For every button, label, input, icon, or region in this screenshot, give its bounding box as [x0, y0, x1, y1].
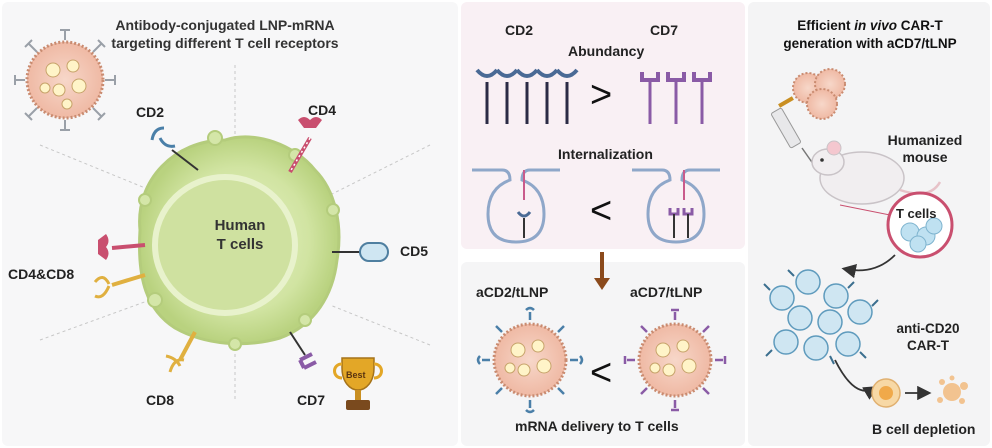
cell-label-line1: Human [214, 217, 266, 234]
down-arrow-icon [594, 252, 610, 290]
cart-label: anti-CD20 CAR-T [880, 320, 976, 354]
cart-label-line1: anti-CD20 [896, 321, 960, 336]
trophy-text: Best [346, 370, 366, 380]
cd7-internalization-icon [632, 168, 720, 244]
right-panel-title: Efficient in vivo CAR-T generation with … [760, 17, 980, 53]
abundancy-label: Abundancy [568, 43, 645, 59]
cd2-label: CD2 [136, 104, 165, 120]
trophy-icon [333, 357, 383, 410]
acd2-lnp-icon [476, 306, 584, 414]
acd2-label: aCD2/tLNP [476, 284, 549, 300]
delivery-comparator: < [590, 352, 613, 394]
b-cell-icon [871, 378, 901, 408]
cd4cd8-label: CD4&CD8 [8, 266, 75, 282]
human-t-cell [138, 130, 341, 351]
internalization-comparator: < [590, 190, 613, 232]
right-title-italic: in vivo [854, 18, 898, 33]
divider-lines [39, 65, 431, 400]
lnp-cluster-icon [792, 68, 846, 120]
cell-label: Human T cells [185, 216, 295, 254]
cd4-label: CD4 [308, 102, 337, 118]
cd2-header: CD2 [505, 22, 534, 38]
abundancy-comparator: > [590, 74, 613, 116]
cd2-internalization-icon [472, 168, 560, 244]
cd4-receptor-icon [288, 117, 322, 174]
cd7-receptor-row-icon [640, 72, 712, 124]
cd8-receptor-icon [165, 331, 197, 373]
depletion-label: B cell depletion [872, 421, 976, 437]
acd7-label: aCD7/tLNP [630, 284, 703, 300]
lnp-particle-icon [14, 29, 116, 131]
delivery-footer: mRNA delivery to T cells [515, 418, 679, 434]
depleted-b-cell-icon [937, 375, 968, 404]
mouse-icon [811, 140, 942, 205]
cd5-label: CD5 [400, 243, 429, 259]
depletion-curve-arrow-icon [834, 359, 879, 400]
cd7-label: CD7 [297, 392, 326, 408]
cart-label-line2: CAR-T [907, 338, 949, 353]
cell-label-line2: T cells [216, 236, 264, 253]
acd7-lnp-icon [623, 308, 727, 412]
cd2-receptor-row-icon [475, 68, 579, 124]
cd7-receptor-icon [289, 331, 317, 370]
cd5-receptor-icon [332, 242, 389, 262]
right-title-pre: Efficient [797, 18, 855, 33]
cd8-label: CD8 [146, 392, 175, 408]
car-t-cluster-icon [763, 269, 879, 365]
internalization-label: Internalization [558, 146, 653, 162]
right-title-line1: Efficient in vivo CAR-T [760, 17, 980, 35]
mouse-label: Humanized mouse [880, 132, 970, 166]
middle-top-panel [461, 2, 745, 249]
cd7-header: CD7 [650, 22, 679, 38]
right-title-line2: generation with aCD7/tLNP [783, 36, 957, 51]
mouse-label-line2: mouse [902, 149, 948, 165]
mouse-label-line1: Humanized [887, 132, 963, 148]
left-panel-title: Antibody-conjugated LNP-mRNA targeting d… [60, 16, 390, 52]
t-cells-zoom-icon [839, 191, 954, 259]
cd2-receptor-icon [150, 126, 199, 171]
curved-arrow-icon [841, 254, 896, 279]
right-title-post: CAR-T [897, 18, 943, 33]
tcells-label: T cells [896, 206, 937, 221]
cd4cd8-receptor-icon [93, 234, 146, 299]
left-title-line2: targeting different T cell receptors [111, 35, 339, 51]
left-title-line1: Antibody-conjugated LNP-mRNA [115, 17, 335, 33]
